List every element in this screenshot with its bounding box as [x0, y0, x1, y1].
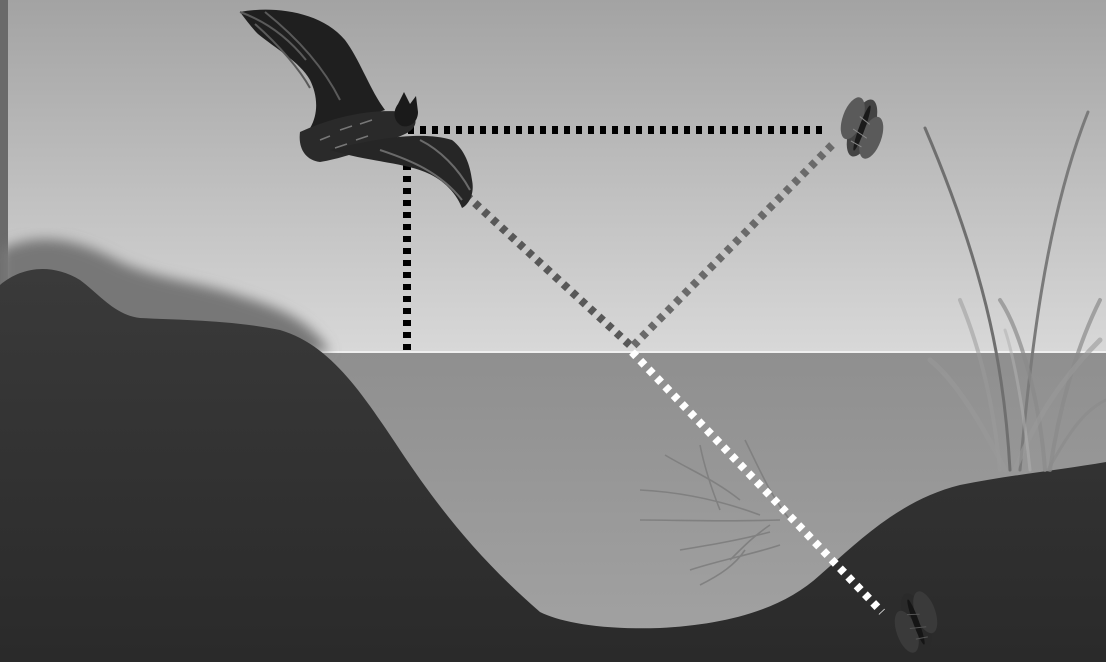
bat-echolocation-reflection-diagram	[0, 0, 1106, 662]
